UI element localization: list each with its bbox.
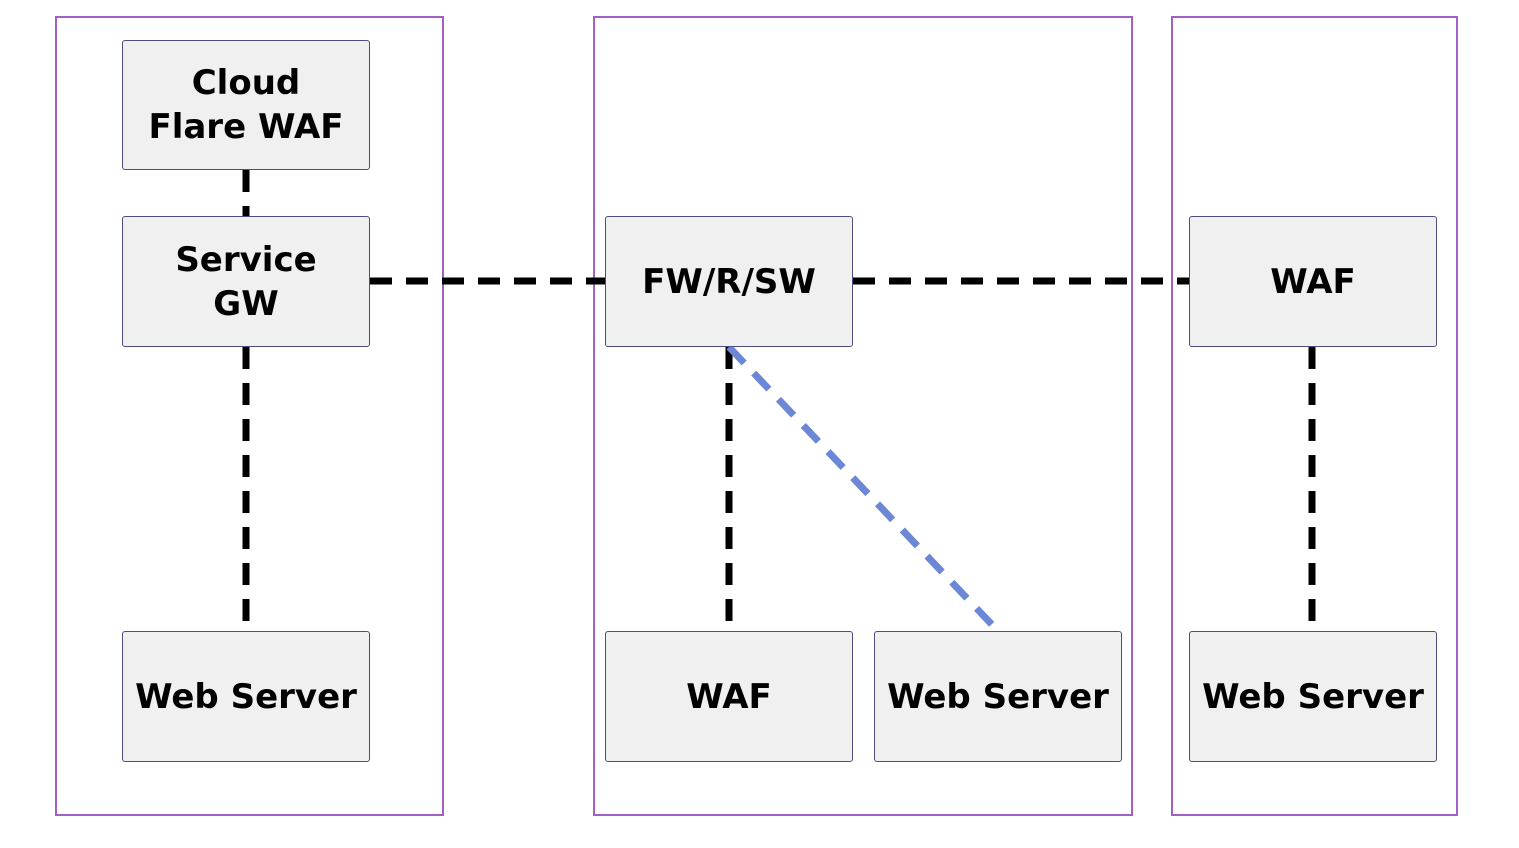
node-web-server-middle[interactable]: Web Server bbox=[874, 631, 1122, 762]
node-service-gw[interactable]: Service GW bbox=[122, 216, 370, 347]
node-fw-r-sw[interactable]: FW/R/SW bbox=[605, 216, 853, 347]
group-left bbox=[55, 16, 444, 816]
node-label: WAF bbox=[686, 676, 772, 717]
node-web-server-right[interactable]: Web Server bbox=[1189, 631, 1437, 762]
edge-fw-r-sw-to-web-server-middle bbox=[726, 344, 1001, 634]
node-waf-right[interactable]: WAF bbox=[1189, 216, 1437, 347]
node-waf-middle[interactable]: WAF bbox=[605, 631, 853, 762]
node-label: Web Server bbox=[1202, 676, 1424, 717]
node-label: Cloud Flare WAF bbox=[148, 63, 344, 147]
node-label: Web Server bbox=[135, 676, 357, 717]
node-label: Web Server bbox=[887, 676, 1109, 717]
node-cloudflare-waf[interactable]: Cloud Flare WAF bbox=[122, 40, 370, 170]
node-label: WAF bbox=[1270, 261, 1356, 302]
node-label: FW/R/SW bbox=[642, 261, 816, 302]
group-right bbox=[1171, 16, 1458, 816]
node-label: Service GW bbox=[175, 239, 317, 324]
group-middle bbox=[593, 16, 1133, 816]
node-web-server-left[interactable]: Web Server bbox=[122, 631, 370, 762]
